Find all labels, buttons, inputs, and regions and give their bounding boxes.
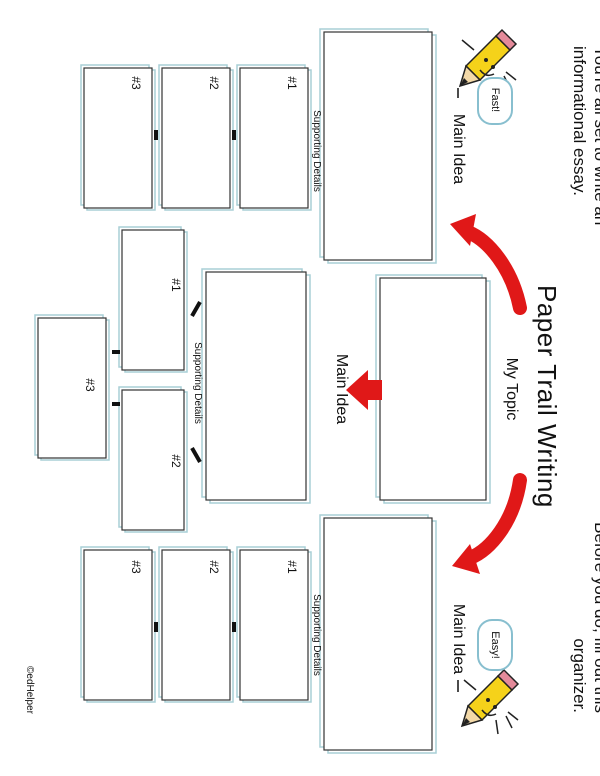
intro-right-text: Before you do, fill out this organizer.: [570, 522, 600, 713]
main-idea-paper-top[interactable]: [319, 28, 437, 264]
detail-number-middle-1: #1: [169, 278, 183, 292]
detail-number-top-3: #3: [129, 76, 143, 90]
supporting-details-label-top: Supporting Details: [311, 110, 322, 192]
detail-number-middle-2: #2: [169, 454, 183, 468]
detail-number-middle-3: #3: [83, 378, 97, 392]
speech-bubble-fast: [477, 77, 513, 125]
main-idea-label-middle: Main Idea: [333, 353, 350, 425]
detail-paper-middle-2[interactable]: [118, 386, 188, 533]
detail-paper-middle-1[interactable]: [118, 226, 188, 373]
detail-paper-top-1[interactable]: [236, 64, 312, 211]
credit-text: ©edHelper: [24, 666, 35, 714]
detail-paper-bottom-2[interactable]: [158, 546, 234, 703]
supporting-details-label-bottom: Supporting Details: [311, 594, 322, 676]
page-title: Paper Trail Writing: [532, 285, 562, 508]
main-idea-label-top: Main Idea: [450, 113, 467, 185]
detail-paper-bottom-3[interactable]: [80, 546, 156, 703]
detail-number-bottom-2: #2: [207, 560, 221, 574]
connector-lines: [112, 130, 236, 632]
intro-left-text: You're all set to write an informational…: [570, 46, 600, 226]
main-idea-paper-bottom[interactable]: [319, 514, 437, 754]
short-arrow-icon: [346, 370, 382, 410]
detail-number-bottom-3: #3: [129, 560, 143, 574]
detail-number-bottom-1: #1: [285, 560, 299, 574]
detail-paper-bottom-1[interactable]: [236, 546, 312, 703]
detail-paper-middle-3[interactable]: [34, 314, 110, 461]
detail-number-top-1: #1: [285, 76, 299, 90]
bubble-fast-text: Fast!: [489, 87, 501, 113]
curved-arrow-icon: [452, 473, 527, 574]
topic-paper[interactable]: [375, 274, 491, 504]
pencil-mascot-icon: [461, 669, 519, 735]
detail-paper-top-2[interactable]: [158, 64, 234, 211]
supporting-details-label-middle: Supporting Details: [192, 342, 203, 424]
bubble-easy-text: Easy!: [489, 631, 501, 659]
topic-label: My Topic: [503, 357, 520, 421]
main-idea-paper-middle[interactable]: [201, 268, 311, 504]
speech-bubble-easy: [477, 619, 513, 671]
curved-arrow-icon: [450, 214, 527, 315]
detail-number-top-2: #2: [207, 76, 221, 90]
main-idea-label-bottom: Main Idea: [450, 603, 467, 675]
detail-paper-top-3[interactable]: [80, 64, 156, 211]
